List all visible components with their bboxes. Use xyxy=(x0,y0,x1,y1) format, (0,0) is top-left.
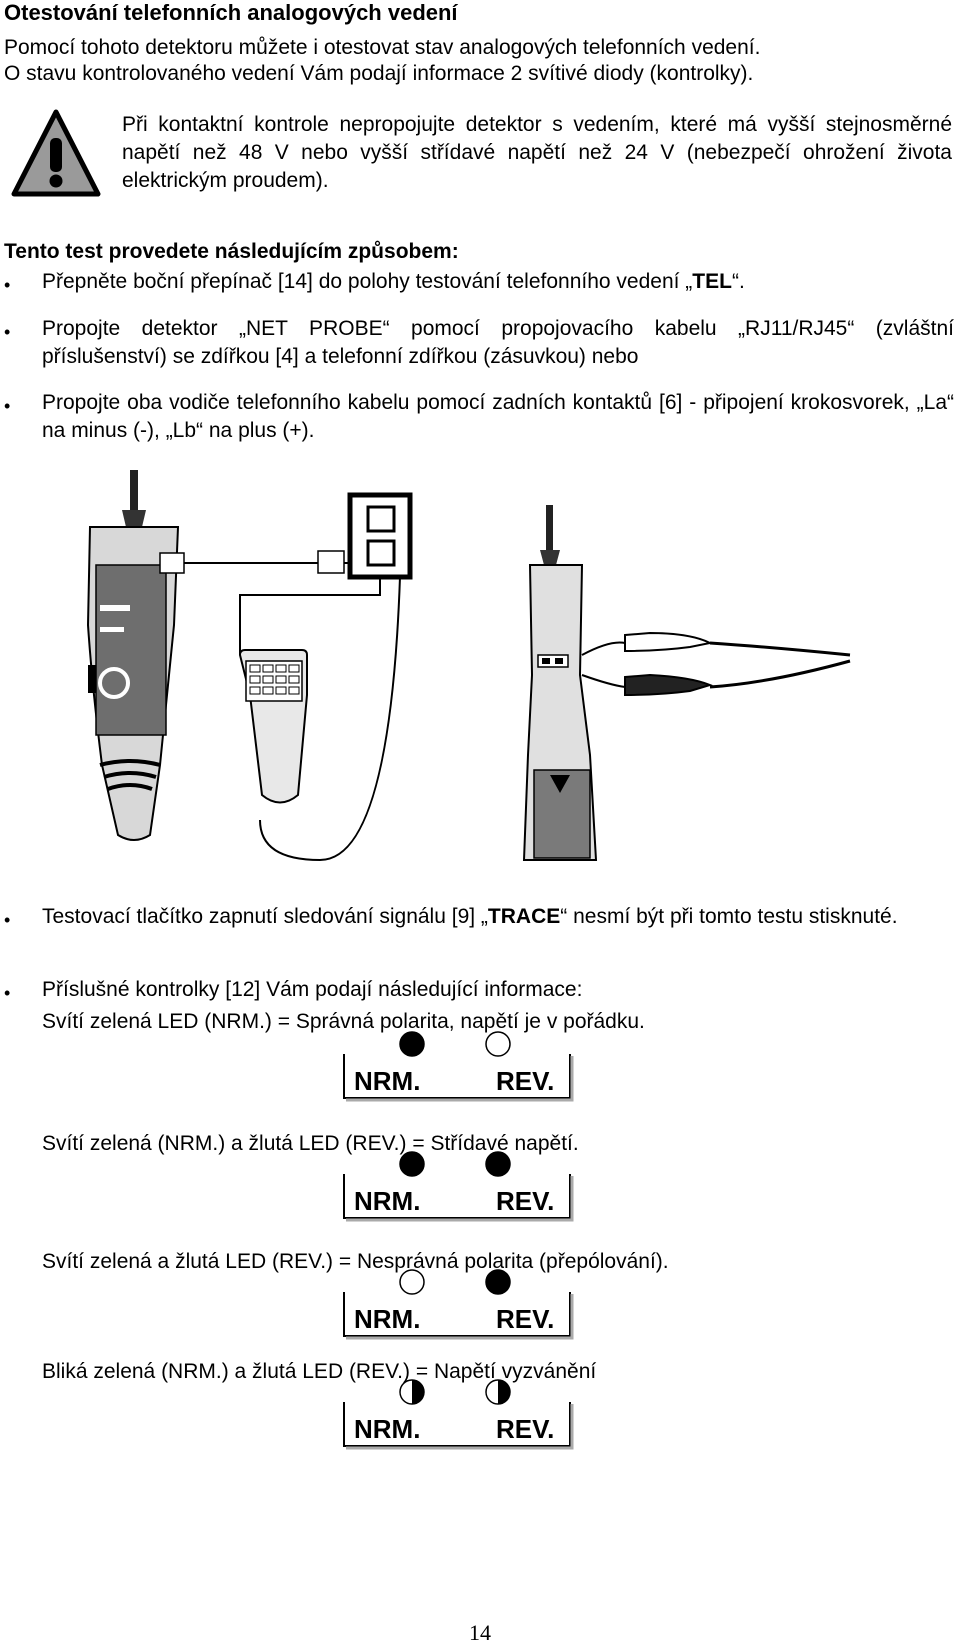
intro-line-2: O stavu kontrolovaného vedení Vám podají… xyxy=(4,62,754,85)
nrm-led-icon xyxy=(399,1151,425,1177)
nrm-led-icon xyxy=(399,1269,425,1295)
bullet: • xyxy=(4,322,11,342)
rev-label: REV. xyxy=(496,1414,554,1444)
step-5: Příslušné kontrolky [12] Vám podají násl… xyxy=(42,978,583,1001)
bullet: • xyxy=(4,275,11,295)
rev-label: REV. xyxy=(496,1304,554,1334)
page-number: 14 xyxy=(469,1620,491,1645)
led-state-2-text: Svítí zelená (NRM.) a žlutá LED (REV.) =… xyxy=(42,1132,579,1155)
step-3: Propojte oba vodiče telefonního kabelu p… xyxy=(42,391,954,442)
rev-label: REV. xyxy=(496,1066,554,1096)
warning-text: Při kontaktní kontrole nepropojujte dete… xyxy=(122,113,952,192)
rev-led-icon xyxy=(485,1031,511,1057)
rev-label: REV. xyxy=(496,1186,554,1216)
rev-led-icon xyxy=(485,1379,511,1405)
bullet: • xyxy=(4,983,11,1003)
bullet: • xyxy=(4,396,11,416)
connection-illustration xyxy=(86,470,851,862)
procedure-heading: Tento test provedete následujícím způsob… xyxy=(4,240,459,263)
nrm-label: NRM. xyxy=(354,1414,420,1444)
nrm-led-icon xyxy=(399,1031,425,1057)
led-state-3-text: Svítí zelená a žlutá LED (REV.) = Nesprá… xyxy=(42,1250,669,1273)
step-1: Přepněte boční přepínač [14] do polohy t… xyxy=(42,270,745,293)
led-panel-frame xyxy=(343,1054,571,1099)
nrm-label: NRM. xyxy=(354,1304,420,1334)
nrm-led-icon xyxy=(399,1379,425,1405)
led-panel-frame xyxy=(343,1402,571,1447)
step-2: Propojte detektor „NET PROBE“ pomocí pro… xyxy=(42,317,954,368)
led-panel-frame xyxy=(343,1174,571,1219)
led-panel-frame xyxy=(343,1292,571,1337)
rev-led-icon xyxy=(485,1269,511,1295)
led-state-1-text: Svítí zelená LED (NRM.) = Správná polari… xyxy=(42,1010,645,1033)
nrm-label: NRM. xyxy=(354,1066,420,1096)
warning-icon xyxy=(11,109,101,197)
nrm-label: NRM. xyxy=(354,1186,420,1216)
bullet: • xyxy=(4,910,11,930)
intro-line-1: Pomocí tohoto detektoru můžete i otestov… xyxy=(4,36,761,59)
rev-led-icon xyxy=(485,1151,511,1177)
step-4: Testovací tlačítko zapnutí sledování sig… xyxy=(42,905,898,928)
page-title: Otestování telefonních analogových veden… xyxy=(4,0,458,25)
led-state-4-text: Bliká zelená (NRM.) a žlutá LED (REV.) =… xyxy=(42,1360,597,1383)
